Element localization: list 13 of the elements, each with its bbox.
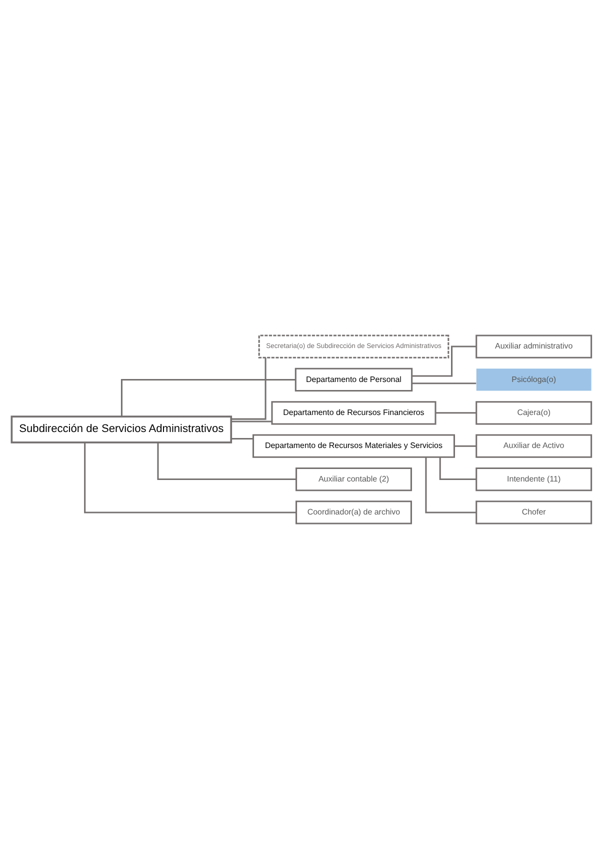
connector [231,437,254,439]
connector [231,420,272,422]
node-box: Subdirección de Servicios Administrativos [10,415,232,443]
connector [454,444,476,446]
connector [231,357,266,420]
connector [439,456,476,480]
connector [425,456,476,513]
connector [412,345,476,376]
connector [157,442,296,480]
connector [436,412,476,414]
connector [412,382,476,384]
connector [120,378,296,416]
connector [84,442,296,513]
